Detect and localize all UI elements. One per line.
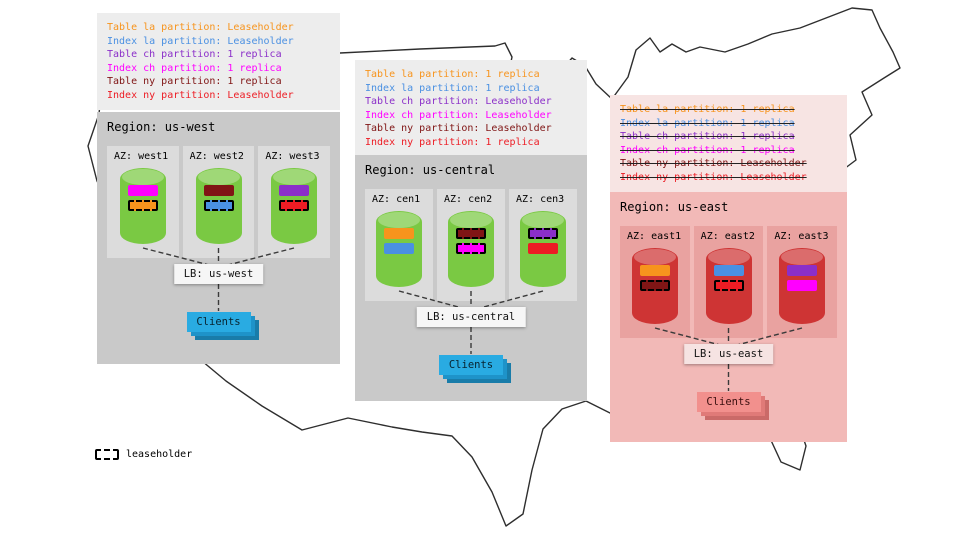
legend-label: leaseholder [126, 449, 193, 460]
az-box-west1: AZ: west1 [107, 146, 179, 258]
partition-bars [713, 265, 744, 291]
db-node-cylinder [448, 211, 494, 287]
az-label: AZ: west3 [265, 151, 320, 162]
annotation-line: Index ny partition: 1 replica [365, 136, 540, 148]
db-node-cylinder [779, 248, 826, 324]
partition-bars [787, 265, 818, 291]
region-title: Region: us-central [365, 163, 496, 177]
region-title: Region: us-east [620, 200, 729, 214]
load-balancer-us-central: LB: us-central [416, 307, 526, 327]
partition-bar-leaseholder [456, 228, 486, 239]
annotation-line: Table la partition: 1 replica [365, 69, 540, 80]
partition-bar-leaseholder [639, 280, 670, 291]
legend: leaseholder [95, 449, 192, 460]
az-box-east3: AZ: east3 [767, 226, 838, 338]
annotation-line-struck: Index ch partition: 1 replica [620, 144, 795, 156]
az-box-west2: AZ: west2 [182, 146, 255, 258]
partition-bars [127, 185, 158, 211]
partition-bar-leaseholder [528, 228, 558, 239]
annotation-block-us-central: Table la partition: 1 replica Index la p… [355, 60, 587, 157]
clients-node-us-central: Clients [439, 355, 503, 375]
partition-bar [787, 280, 818, 291]
az-box-east1: AZ: east1 [620, 226, 690, 338]
load-balancer-us-west: LB: us-west [173, 264, 264, 284]
az-row: AZ: cen1 AZ: cen2 AZ: cen3 [365, 189, 577, 301]
az-label: AZ: east3 [774, 231, 829, 242]
partition-bar [713, 265, 744, 276]
annotation-block-us-east: Table la partition: 1 replica Index la p… [610, 95, 847, 192]
partition-bar [639, 265, 670, 276]
partition-bar [384, 243, 414, 254]
annotation-line: Index la partition: 1 replica [365, 82, 540, 94]
partition-bar-leaseholder [203, 200, 234, 211]
partition-bar [787, 265, 818, 276]
az-label: AZ: west2 [189, 151, 244, 162]
clients-node-us-west: Clients [186, 312, 251, 332]
leaseholder-swatch-icon [95, 449, 119, 460]
partition-bar [528, 243, 558, 254]
region-panel-us-east: Region: us-east AZ: east1 AZ: east2 [610, 192, 847, 442]
partition-bars [279, 185, 310, 211]
partition-bar [127, 185, 158, 196]
az-row: AZ: east1 AZ: east2 AZ: east3 [620, 226, 838, 338]
partition-bars [639, 265, 670, 291]
az-label: AZ: cen3 [516, 194, 565, 205]
annotation-line-struck: Index la partition: 1 replica [620, 117, 795, 129]
annotation-line: Index la partition: Leaseholder [107, 35, 294, 47]
clients-node-us-east: Clients [696, 392, 761, 412]
partition-bars [528, 228, 558, 254]
region-panel-us-west: Region: us-west AZ: west1 AZ: west2 [97, 112, 340, 364]
annotation-line-struck: Table ny partition: Leaseholder [620, 158, 807, 169]
az-row: AZ: west1 AZ: west2 AZ: west3 [107, 146, 331, 258]
az-label: AZ: east2 [700, 231, 755, 242]
annotation-line: Index ch partition: 1 replica [107, 62, 282, 74]
annotation-line-struck: Table ch partition: 1 replica [620, 131, 795, 142]
partition-bar [203, 185, 234, 196]
partition-bars [384, 228, 414, 254]
partition-bar-leaseholder [127, 200, 158, 211]
az-box-east2: AZ: east2 [693, 226, 764, 338]
az-box-cen3: AZ: cen3 [509, 189, 577, 301]
annotation-line: Table ny partition: Leaseholder [365, 123, 552, 134]
annotation-line-struck: Table la partition: 1 replica [620, 104, 795, 115]
annotation-line: Table ny partition: 1 replica [107, 76, 282, 87]
load-balancer-us-east: LB: us-east [683, 344, 774, 364]
annotation-block-us-west: Table la partition: Leaseholder Index la… [97, 13, 340, 110]
az-label: AZ: cen1 [372, 194, 421, 205]
db-node-cylinder [705, 248, 752, 324]
az-label: AZ: west1 [114, 151, 169, 162]
annotation-line: Index ny partition: Leaseholder [107, 89, 294, 101]
annotation-line: Table ch partition: 1 replica [107, 49, 282, 60]
partition-bar-leaseholder [279, 200, 310, 211]
az-label: AZ: east1 [627, 231, 682, 242]
annotation-line: Table la partition: Leaseholder [107, 22, 294, 33]
partition-bar [384, 228, 414, 239]
az-box-west3: AZ: west3 [258, 146, 331, 258]
annotation-line: Table ch partition: Leaseholder [365, 96, 552, 107]
az-box-cen1: AZ: cen1 [365, 189, 433, 301]
region-panel-us-central: Region: us-central AZ: cen1 AZ: cen2 [355, 155, 587, 401]
partition-bar [279, 185, 310, 196]
az-label: AZ: cen2 [444, 194, 493, 205]
partition-bar-leaseholder [456, 243, 486, 254]
partition-bars [456, 228, 486, 254]
region-title: Region: us-west [107, 120, 216, 134]
annotation-line-struck: Index ny partition: Leaseholder [620, 171, 807, 183]
az-box-cen2: AZ: cen2 [437, 189, 505, 301]
partition-bars [203, 185, 234, 211]
annotation-line: Index ch partition: Leaseholder [365, 109, 552, 121]
partition-bar-leaseholder [713, 280, 744, 291]
